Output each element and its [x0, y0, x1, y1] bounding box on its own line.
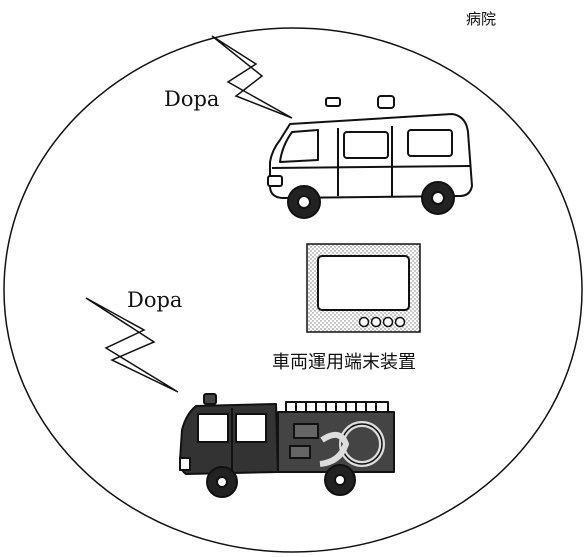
signal-label-top: Dopa: [164, 87, 220, 111]
lightning-bolt-icon: [211, 35, 293, 119]
vehicle-terminal-device-icon: [306, 243, 421, 333]
hospital-label: 病院: [466, 10, 497, 28]
ambulance-icon: [267, 95, 473, 219]
coverage-area-circle: [3, 27, 583, 553]
lightning-bolt-icon: [85, 297, 179, 393]
fire-engine-icon: [179, 393, 395, 498]
terminal-label: 車両運用端末装置: [272, 352, 416, 373]
signal-label-bottom: Dopa: [127, 288, 183, 312]
